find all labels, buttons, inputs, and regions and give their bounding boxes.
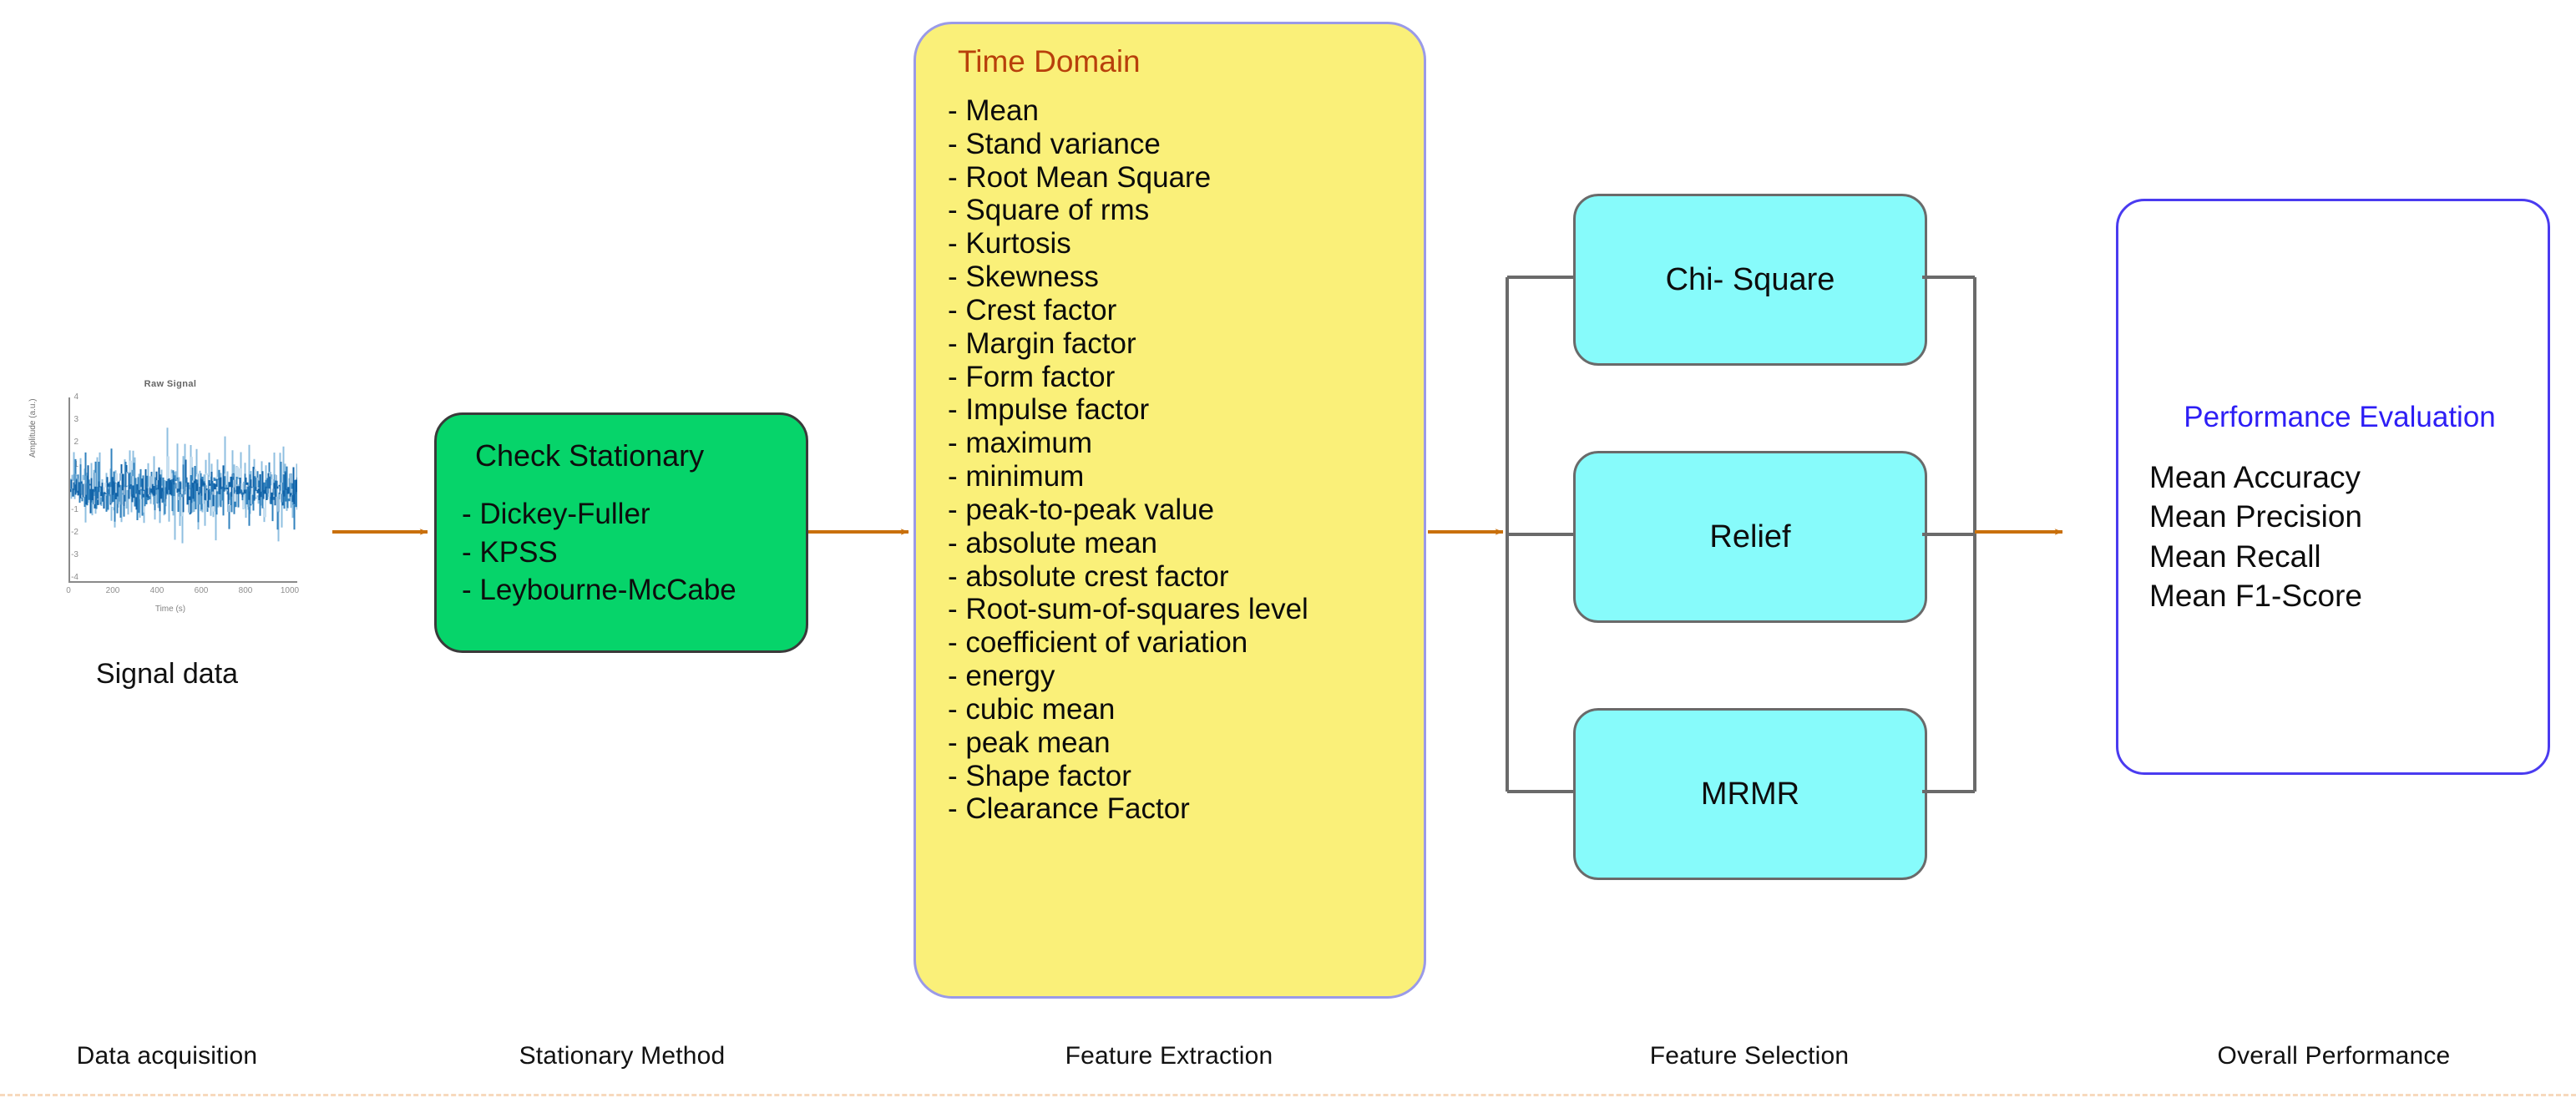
signal-x-axis-label: Time (s) bbox=[154, 605, 186, 614]
list-item: - minimum bbox=[948, 460, 1085, 493]
signal-y-tick: 3 bbox=[73, 415, 78, 424]
list-item: - Crest factor bbox=[948, 293, 1117, 326]
signal-x-tick: 600 bbox=[194, 586, 209, 595]
signal-y-tick: -4 bbox=[71, 573, 78, 582]
list-item: - cubic mean bbox=[948, 692, 1116, 726]
list-item: - Stand variance bbox=[948, 127, 1161, 160]
list-item: - Root Mean Square bbox=[948, 160, 1212, 194]
signal-thumbnail: Raw Signal 4 3 2 1 0 -1 -2 -3 -4 Amplitu… bbox=[25, 377, 316, 628]
performance-evaluation-box[interactable] bbox=[2116, 199, 2550, 775]
stage-caption-data-acquisition: Data acquisition bbox=[76, 1042, 258, 1070]
stage-caption-feature-extraction: Feature Extraction bbox=[1065, 1042, 1273, 1070]
signal-plot-title: Raw Signal bbox=[144, 379, 197, 389]
signal-x-tick: 400 bbox=[149, 586, 164, 595]
list-item: - Skewness bbox=[948, 261, 1099, 294]
list-item: - Impulse factor bbox=[948, 393, 1150, 427]
list-item: - coefficient of variation bbox=[948, 626, 1248, 660]
list-item: Mean F1-Score bbox=[2149, 579, 2362, 614]
feature-selection-chi-square[interactable]: Chi- Square bbox=[1573, 194, 1927, 366]
performance-evaluation-title: Performance Evaluation bbox=[2184, 401, 2496, 433]
stage-caption-stationary-method: Stationary Method bbox=[519, 1042, 726, 1070]
signal-y-axis-label: Amplitude (a.u.) bbox=[28, 398, 38, 458]
list-item: - Dickey-Fuller bbox=[462, 498, 650, 530]
check-stationary-list: - Dickey-Fuller - KPSS - Leybourne-McCab… bbox=[462, 495, 781, 610]
bottom-divider bbox=[0, 1094, 2576, 1096]
signal-x-tick: 0 bbox=[66, 586, 71, 595]
list-item: - Clearance Factor bbox=[948, 792, 1190, 826]
feature-selection-mrmr[interactable]: MRMR bbox=[1573, 708, 1927, 880]
list-item: - peak-to-peak value bbox=[948, 493, 1215, 526]
signal-x-tick: 1000 bbox=[280, 586, 300, 595]
check-stationary-box[interactable]: Check Stationary - Dickey-Fuller - KPSS … bbox=[434, 412, 808, 653]
feature-selection-label: Chi- Square bbox=[1665, 261, 1835, 297]
list-item: - Form factor bbox=[948, 360, 1116, 393]
list-item: - maximum bbox=[948, 427, 1093, 460]
list-item: - Square of rms bbox=[948, 194, 1150, 227]
stage-caption-feature-selection: Feature Selection bbox=[1649, 1042, 1850, 1070]
feature-extraction-box[interactable]: Time Domain - Mean - Stand variance - Ro… bbox=[913, 22, 1426, 999]
selection-output-bus bbox=[1922, 276, 1976, 793]
signal-x-tick: 800 bbox=[238, 586, 253, 595]
feature-selection-relief[interactable]: Relief bbox=[1573, 451, 1927, 623]
list-item: - peak mean bbox=[948, 726, 1111, 759]
signal-y-tick: -3 bbox=[71, 550, 78, 559]
list-item: - Leybourne-McCabe bbox=[462, 574, 736, 606]
signal-x-tick: 200 bbox=[105, 586, 120, 595]
selection-input-bus bbox=[1506, 276, 1573, 793]
list-item: Mean Precision bbox=[2149, 499, 2363, 534]
list-item: - energy bbox=[948, 660, 1055, 693]
list-item: - Root-sum-of-squares level bbox=[948, 593, 1308, 626]
signal-y-tick: -1 bbox=[71, 505, 78, 514]
performance-metric-list: Mean Accuracy Mean Precision Mean Recall… bbox=[2149, 458, 2362, 615]
signal-y-tick: -2 bbox=[71, 528, 78, 537]
stage-caption-overall-performance: Overall Performance bbox=[2217, 1042, 2451, 1070]
list-item: - Margin factor bbox=[948, 326, 1136, 360]
signal-y-tick: 2 bbox=[73, 438, 78, 447]
list-item: - Mean bbox=[948, 94, 1039, 127]
list-item: - absolute mean bbox=[948, 526, 1157, 559]
time-domain-title: Time Domain bbox=[958, 44, 1141, 78]
signal-data-caption: Signal data bbox=[95, 658, 239, 690]
list-item: Mean Recall bbox=[2149, 539, 2321, 574]
list-item: - KPSS bbox=[462, 535, 558, 569]
list-item: - Shape factor bbox=[948, 759, 1131, 792]
list-item: - absolute crest factor bbox=[948, 559, 1229, 593]
time-domain-feature-list: - Mean - Stand variance - Root Mean Squa… bbox=[948, 94, 1400, 826]
signal-plot-area bbox=[68, 397, 297, 583]
signal-y-tick: 4 bbox=[73, 392, 78, 402]
check-stationary-title: Check Stationary bbox=[475, 438, 705, 473]
list-item: Mean Accuracy bbox=[2149, 460, 2361, 494]
list-item: - Kurtosis bbox=[948, 227, 1071, 261]
feature-selection-label: Relief bbox=[1709, 519, 1791, 554]
feature-selection-label: MRMR bbox=[1700, 776, 1800, 812]
